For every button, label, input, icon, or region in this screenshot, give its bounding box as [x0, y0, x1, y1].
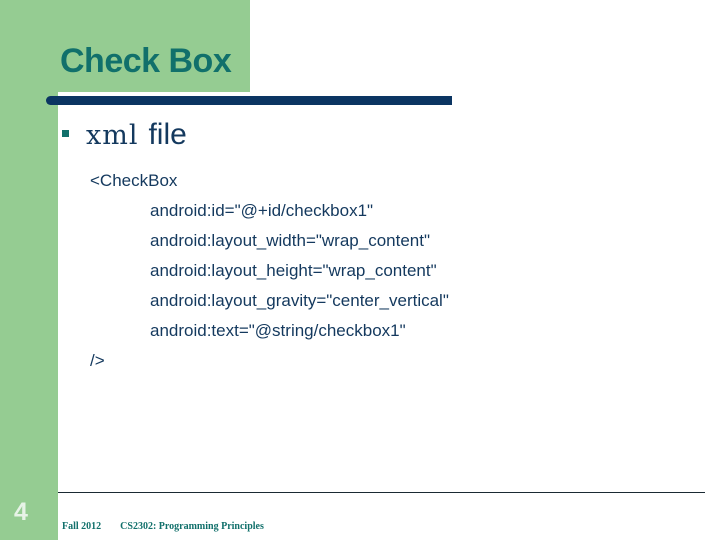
bullet-code-word: xml — [86, 120, 139, 151]
footer-divider — [58, 492, 705, 493]
bullet-plain-word: file — [148, 118, 187, 151]
footer-course: CS2302: Programming Principles — [120, 521, 264, 532]
code-line: android:id="@+id/checkbox1" — [150, 201, 374, 220]
square-bullet-icon — [62, 130, 69, 137]
xml-code-block: <CheckBox android:id="@+id/checkbox1" an… — [90, 166, 449, 376]
footer: Fall 2012 CS2302: Programming Principles — [62, 522, 264, 532]
top-left-green-block — [0, 0, 250, 92]
slide-number: 4 — [14, 498, 28, 526]
code-line: /> — [90, 351, 105, 370]
title-underline-rule — [46, 96, 452, 105]
code-line: android:layout_gravity="center_vertical" — [150, 291, 449, 310]
code-line: android:text="@string/checkbox1" — [150, 321, 406, 340]
code-line: android:layout_height="wrap_content" — [150, 261, 437, 280]
bullet-row: xml file — [62, 118, 187, 152]
footer-term: Fall 2012 — [62, 521, 102, 532]
slide-title: Check Box — [60, 42, 232, 80]
code-line: <CheckBox — [90, 171, 178, 190]
code-line: android:layout_width="wrap_content" — [150, 231, 431, 250]
